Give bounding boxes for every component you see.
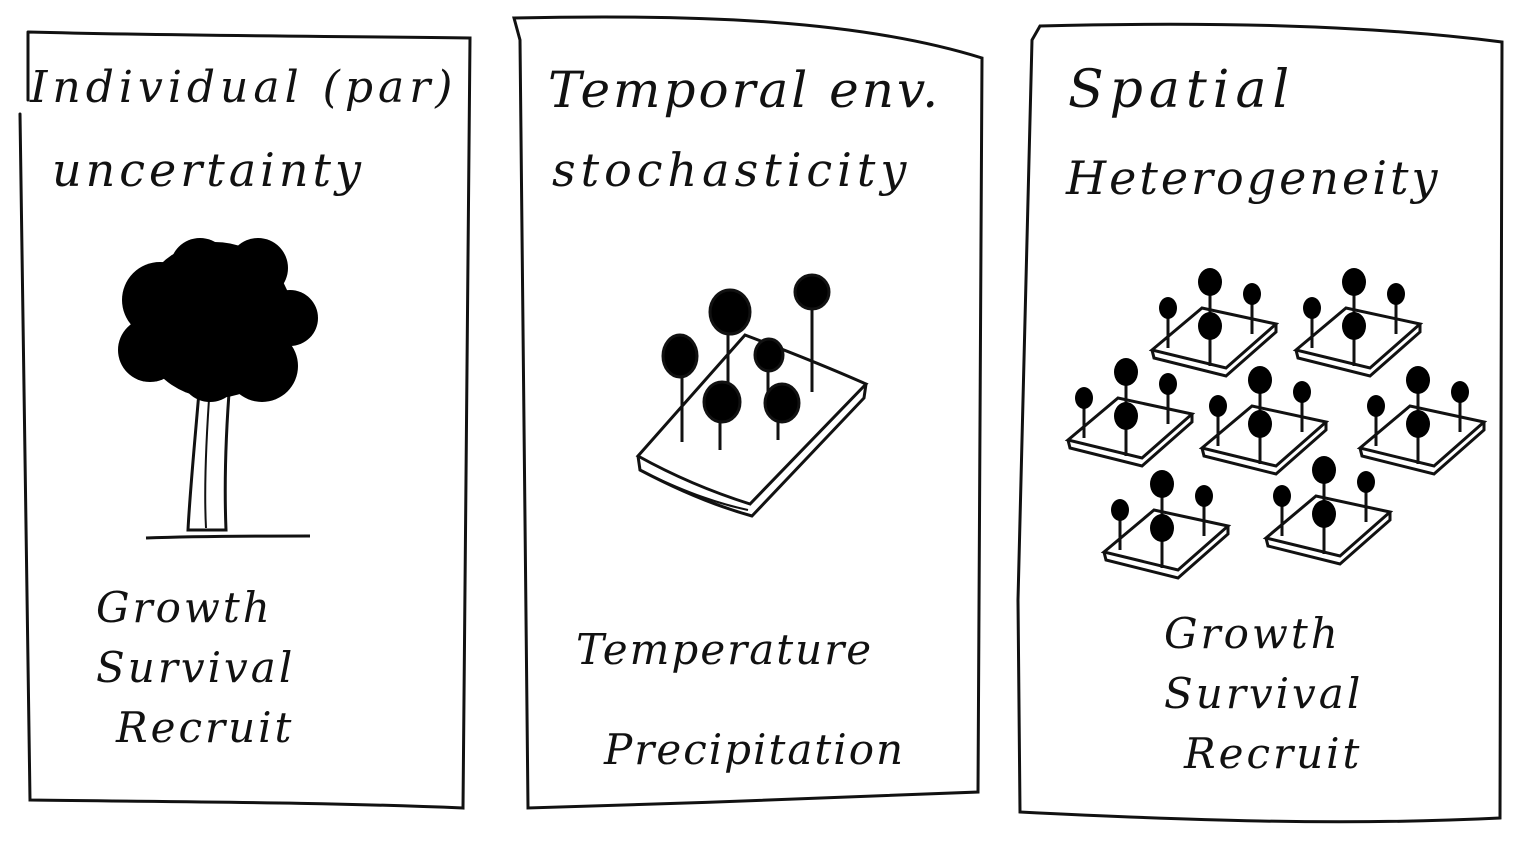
mini-tree-crown: [1342, 312, 1366, 340]
panel-2-title-line2: stochasticity: [552, 143, 912, 197]
plot-slab-edge: [636, 383, 868, 518]
mini-tree-crown: [1075, 387, 1093, 409]
panel-2-item-temperature: Temperature: [576, 625, 874, 674]
mini-tree-crown: [1198, 268, 1222, 296]
mini-tree-crown: [1114, 358, 1138, 386]
mini-plot-7: [1262, 456, 1394, 566]
ground-line: [145, 534, 311, 540]
panel-1-items: Growth Survival Recruit: [96, 578, 295, 758]
panel-3-item-recruit: Recruit: [1184, 729, 1363, 778]
mini-tree-crown: [1243, 283, 1261, 305]
mini-plot-6: [1100, 470, 1232, 580]
mini-tree-crown: [1195, 485, 1213, 507]
mini-tree-crown: [1159, 373, 1177, 395]
mini-plot-1: [1148, 268, 1280, 378]
panel-3-title-line2: Heterogeneity: [1066, 151, 1441, 205]
plot-trees: [661, 273, 831, 450]
mini-plot-5: [1356, 366, 1488, 476]
panel-2-items: Temperature Precipitation: [576, 600, 905, 800]
panel-1-title-line1: Individual (par): [30, 62, 458, 113]
mini-tree-crown: [1293, 381, 1311, 403]
panel-2-title-line1: Temporal env.: [548, 61, 942, 119]
mini-tree-crown: [1209, 395, 1227, 417]
mini-plot-4: [1198, 366, 1330, 476]
tree-trunk-line: [204, 384, 211, 529]
mini-tree-crown: [1150, 514, 1174, 542]
mini-tree-crown: [1367, 395, 1385, 417]
mini-tree-crown: [1150, 470, 1174, 498]
mini-tree-crown: [1406, 410, 1430, 438]
panel-1-item-recruit: Recruit: [116, 703, 295, 752]
panel-3-border: [1016, 22, 1504, 824]
tree-trunk: [186, 378, 232, 532]
mini-tree-crown: [1342, 268, 1366, 296]
mini-tree-crown: [1198, 312, 1222, 340]
plot-grid-icon: [1064, 268, 1488, 580]
mini-tree-crown: [1248, 410, 1272, 438]
panel-1-border: [18, 30, 472, 810]
panel-1-item-survival: Survival: [96, 643, 296, 692]
mini-tree-crown: [1451, 381, 1469, 403]
plot-icon: [635, 273, 869, 518]
panel-3-item-growth: Growth: [1164, 609, 1341, 658]
panel-1-item-growth: Growth: [96, 583, 273, 632]
mini-tree-crown: [1303, 297, 1321, 319]
panel-3-items: Growth Survival Recruit: [1164, 604, 1363, 784]
mini-tree-crown: [1114, 402, 1138, 430]
mini-tree-crown: [1387, 283, 1405, 305]
panel-2-item-precipitation: Precipitation: [604, 725, 906, 774]
panel-3-item-survival: Survival: [1164, 669, 1364, 718]
tree-canopy: [118, 238, 318, 402]
mini-tree-crown: [1248, 366, 1272, 394]
panel-2-border: [512, 15, 984, 810]
panel-1-title-line2: uncertainty: [52, 143, 365, 197]
mini-tree-crown: [1159, 297, 1177, 319]
mini-tree-crown: [1312, 500, 1336, 528]
mini-tree-crown: [1357, 471, 1375, 493]
mini-tree-crown: [1111, 499, 1129, 521]
mini-tree-crown: [1273, 485, 1291, 507]
mini-tree-crown: [1406, 366, 1430, 394]
tree-icon: [118, 238, 318, 540]
mini-tree-crown: [1312, 456, 1336, 484]
mini-plot-2: [1292, 268, 1424, 378]
mini-plot-3: [1064, 358, 1196, 468]
panel-3-title-line1: Spatial: [1068, 60, 1296, 120]
